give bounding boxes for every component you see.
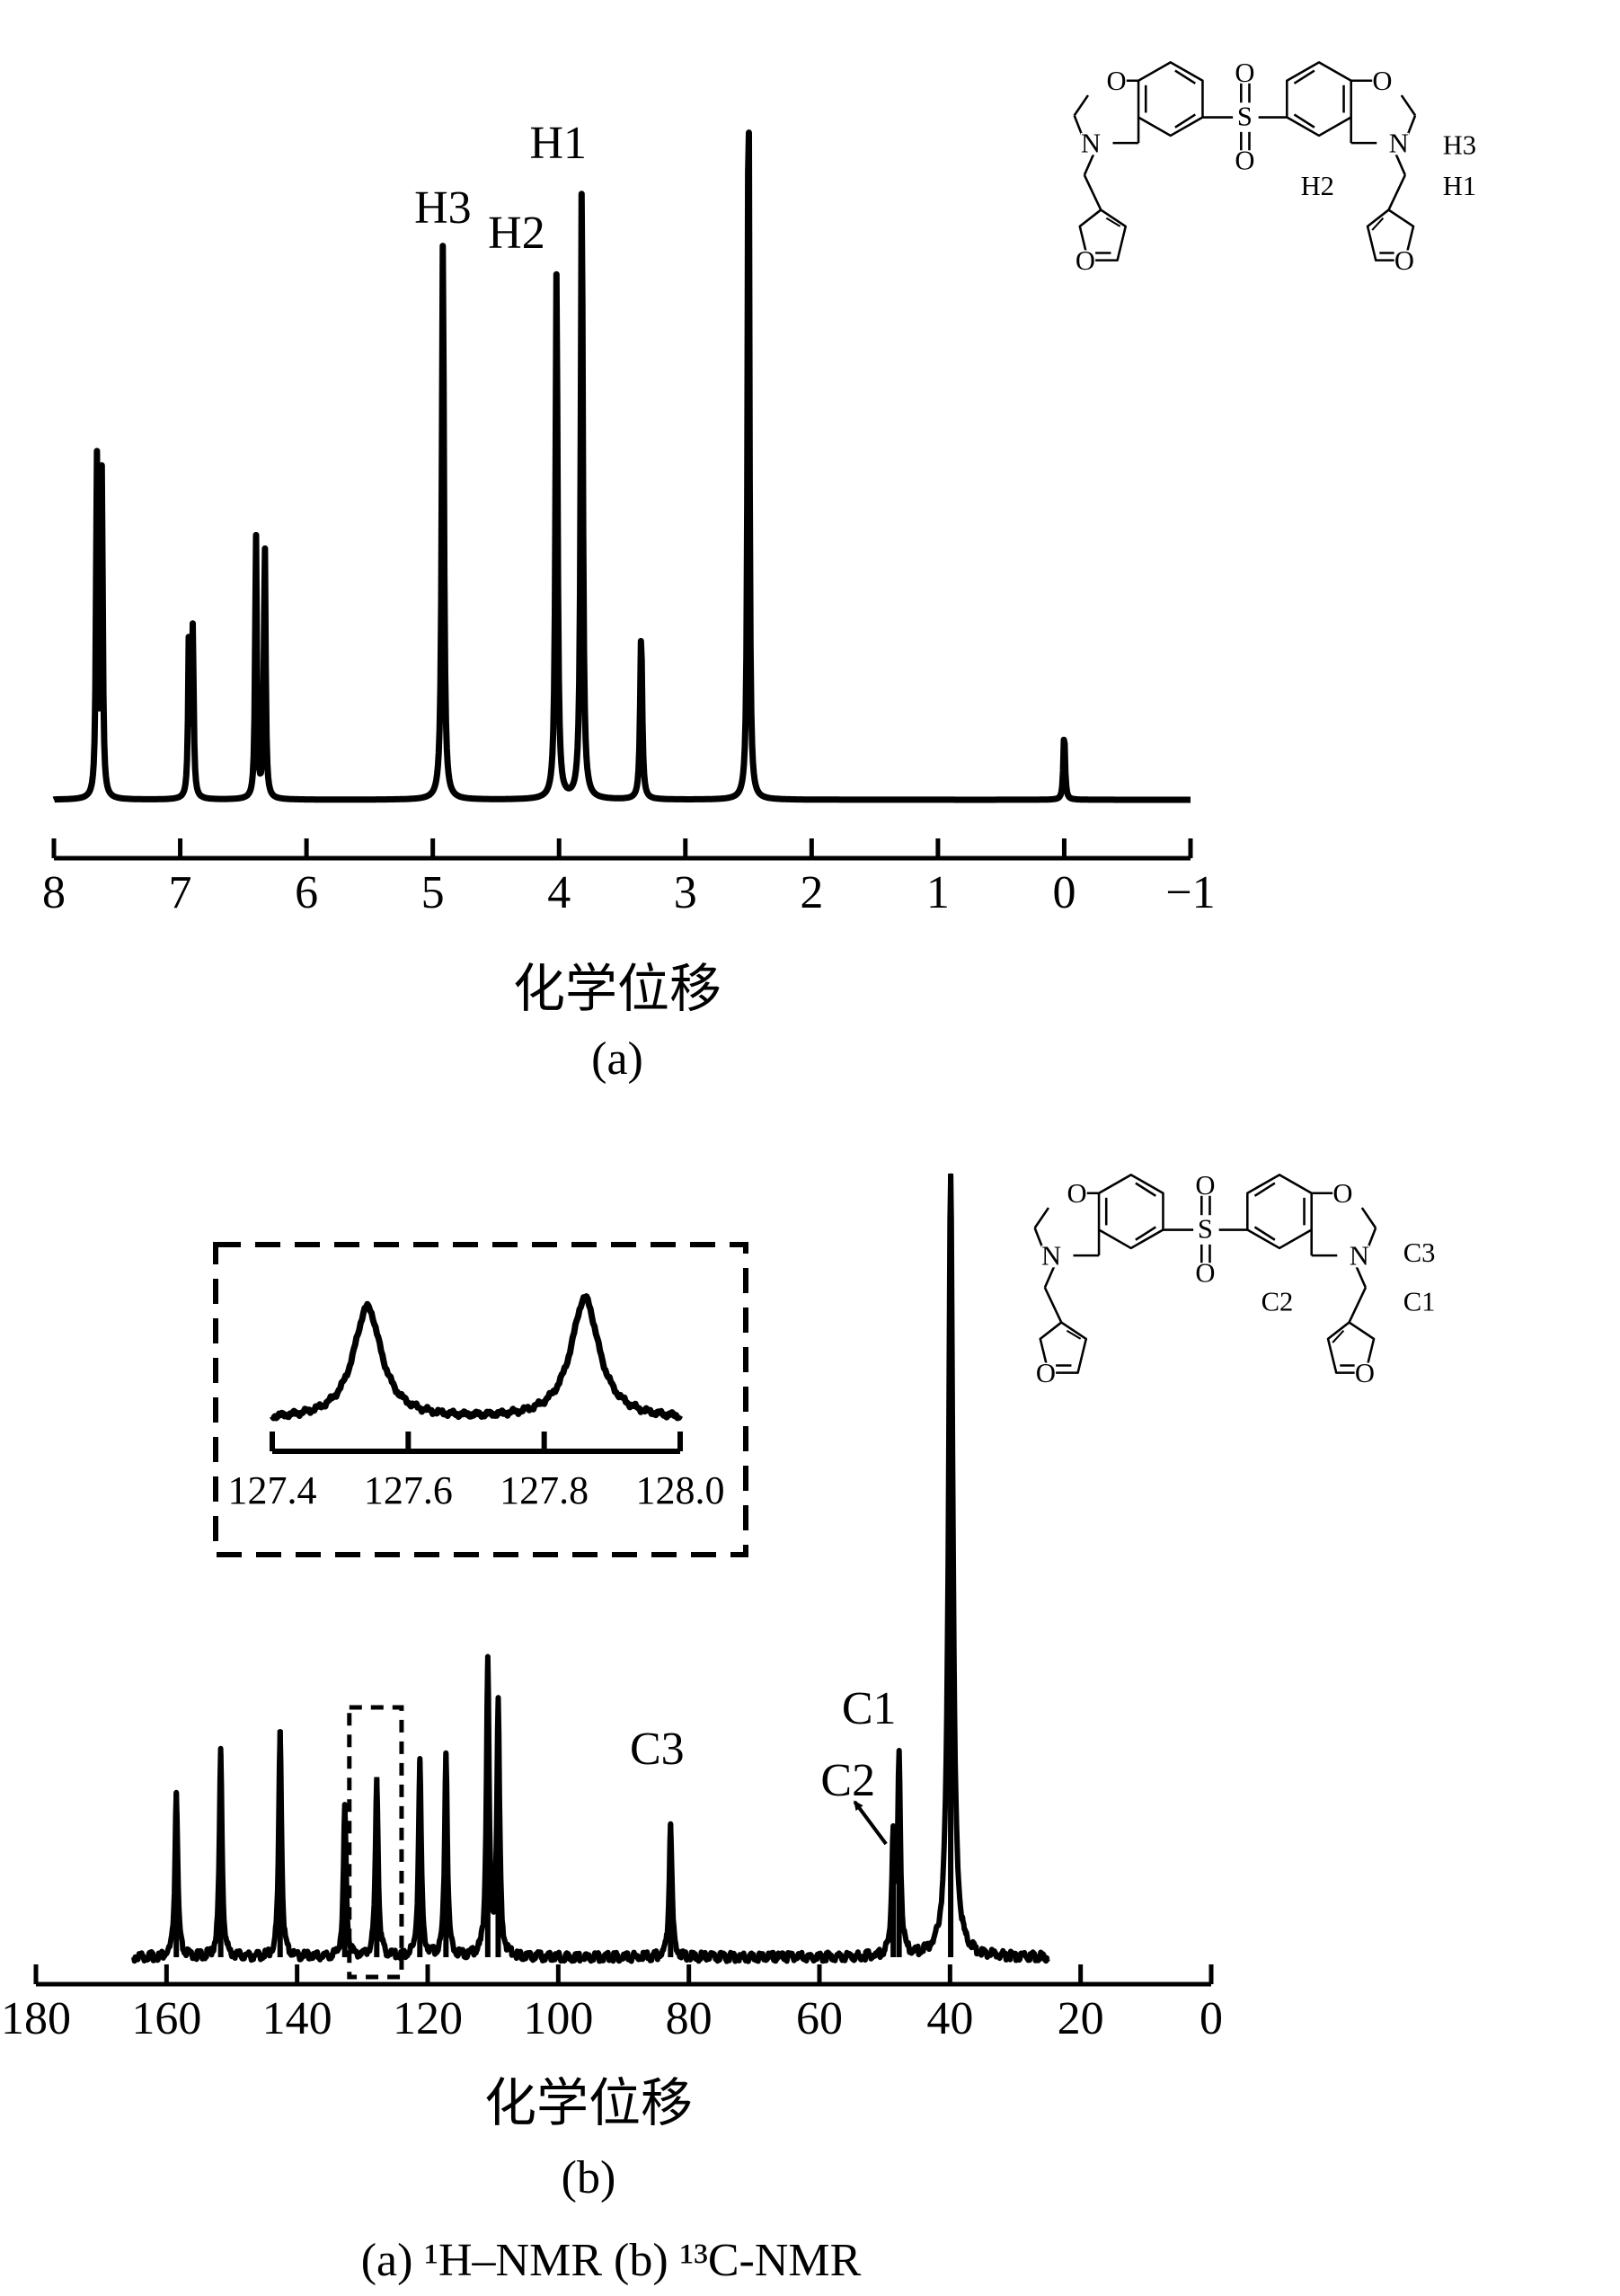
h-nmr-spectrum-line (51, 129, 1193, 803)
figure-caption: (a) ¹H–NMR (b) ¹³C-NMR (361, 2235, 862, 2286)
x-tick-label: 7 (169, 867, 192, 918)
h-nmr-x-axis: 8 7 6 5 4 3 2 1 0 −1 (42, 838, 1216, 918)
c-nmr-x-axis: 180 160 140 120 100 80 60 40 20 0 (1, 1174, 1223, 2044)
peak-label-c3: C3 (630, 1724, 685, 1775)
x-tick-label: 8 (42, 867, 66, 918)
inset-highlight-box (347, 1705, 404, 1980)
x-tick-label: 1 (926, 867, 950, 918)
inset-x-axis: 127.4 127.6 127.8 128.0 (228, 1432, 725, 1512)
x-tick-label: 60 (796, 1993, 843, 2044)
x-tick-label: 120 (393, 1993, 463, 2044)
inset-tick-label: 127.8 (500, 1468, 589, 1512)
inset-tick-label: 127.4 (228, 1468, 317, 1512)
inset-tick-label: 127.6 (364, 1468, 453, 1512)
c-nmr-x-axis-label: 化学位移 (484, 2074, 693, 2132)
c-nmr-panel-label: (b) (562, 2152, 616, 2203)
c-nmr-inset: 127.4 127.6 127.8 128.0 (213, 1242, 748, 1557)
x-tick-label: 40 (926, 1993, 973, 2044)
structure-label-h3: H3 (1443, 129, 1476, 160)
inset-tick-label: 128.0 (636, 1468, 725, 1512)
peak-label-h1: H1 (529, 118, 587, 169)
x-tick-label: 180 (1, 1993, 71, 2044)
structure-label-c1: C1 (1403, 1286, 1436, 1316)
structure-label-h2: H2 (1301, 171, 1334, 201)
x-tick-label: 3 (674, 867, 697, 918)
h-nmr-x-axis-label: 化学位移 (513, 960, 721, 1018)
x-tick-label: 160 (131, 1993, 201, 2044)
peak-label-h3: H3 (414, 182, 472, 234)
c2-arrow (853, 1800, 888, 1846)
peak-label-h2: H2 (488, 208, 545, 259)
structure-label-h1: H1 (1443, 171, 1476, 201)
x-tick-label: 0 (1200, 1993, 1223, 2044)
inset-spectrum-line (270, 1293, 684, 1422)
peak-label-c1: C1 (842, 1683, 897, 1734)
peak-label-c2: C2 (820, 1755, 875, 1806)
x-tick-label: 20 (1058, 1993, 1104, 2044)
x-tick-label: 0 (1052, 867, 1076, 918)
h-nmr-panel-label: (a) (591, 1033, 643, 1085)
h-nmr-structure: H3 H2 H1 (1073, 56, 1476, 278)
inset-frame (213, 1242, 748, 1557)
structure-label-c3: C3 (1403, 1237, 1436, 1268)
structure-label-c2: C2 (1261, 1286, 1294, 1316)
x-tick-label: 140 (262, 1993, 332, 2044)
x-tick-label: 6 (295, 867, 318, 918)
x-tick-label: 80 (666, 1993, 713, 2044)
c-nmr-spectrum-line (131, 1173, 1050, 1964)
x-tick-label: 100 (523, 1993, 593, 2044)
x-tick-label: 2 (800, 867, 823, 918)
c-nmr-structure: C3 C2 C1 (1033, 1168, 1436, 1390)
x-tick-label: −1 (1165, 867, 1215, 918)
x-tick-label: 4 (547, 867, 571, 918)
x-tick-label: 5 (421, 867, 445, 918)
